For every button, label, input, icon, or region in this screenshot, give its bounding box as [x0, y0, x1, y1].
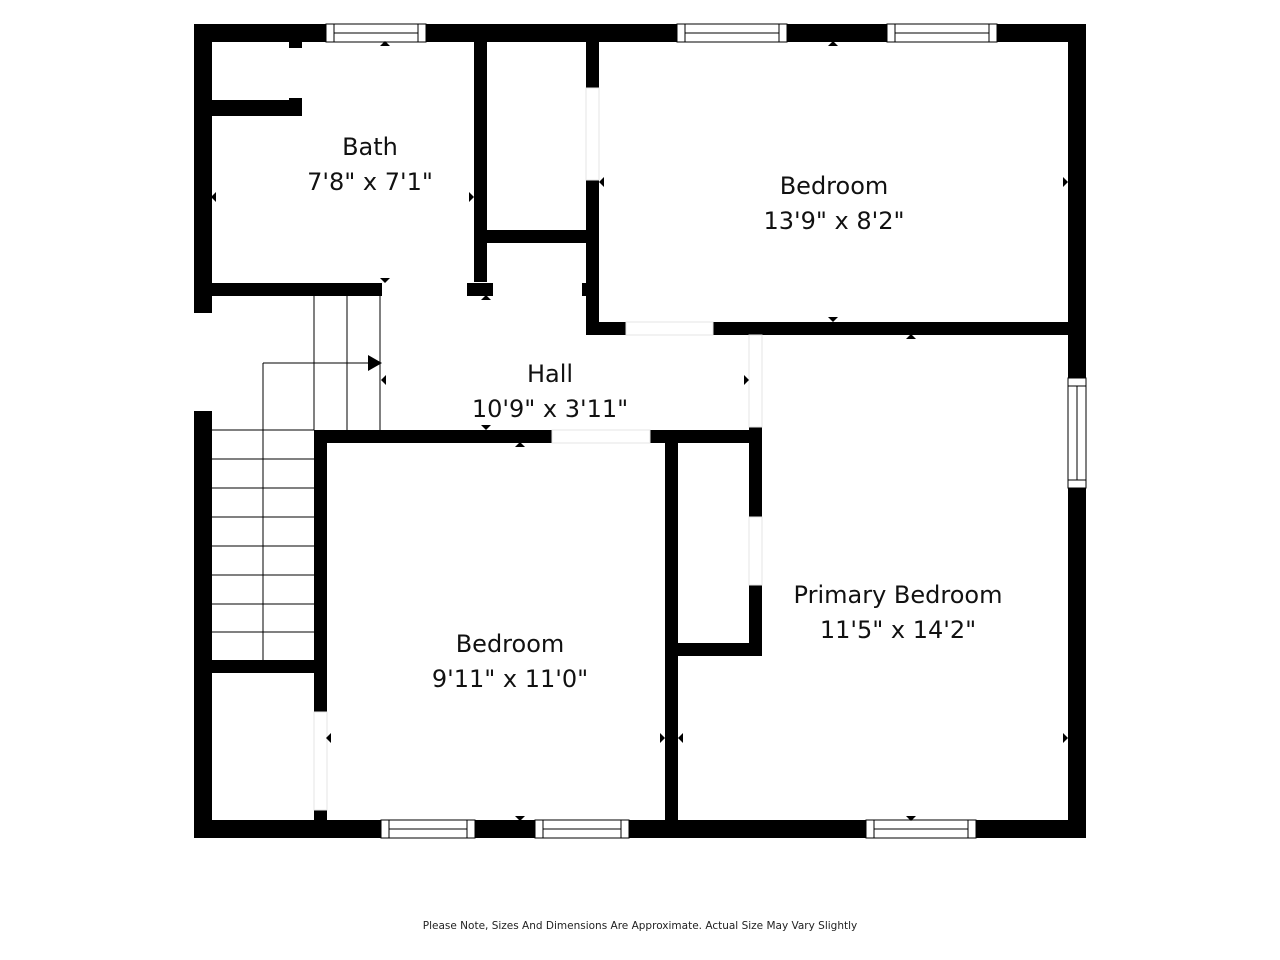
dimension-markers — [211, 41, 1068, 821]
room-label-bath: Bath 7'8" x 7'1" — [307, 130, 433, 200]
room-label-primary-bedroom: Primary Bedroom 11'5" x 14'2" — [794, 578, 1003, 648]
room-name: Bath — [342, 133, 398, 161]
room-label-hall: Hall 10'9" x 3'11" — [472, 357, 628, 427]
room-name: Primary Bedroom — [793, 581, 1003, 609]
room-label-bedroom-lower: Bedroom 9'11" x 11'0" — [432, 627, 588, 697]
room-dimensions: 10'9" x 3'11" — [471, 395, 629, 423]
disclaimer-note: Please Note, Sizes And Dimensions Are Ap… — [422, 920, 858, 932]
window-bath-top — [325, 23, 427, 43]
window-bedroom2-bottom-1 — [380, 819, 476, 839]
room-name: Bedroom — [455, 630, 565, 658]
room-dimensions: 13'9" x 8'2" — [763, 207, 905, 235]
staircase — [212, 296, 382, 660]
window-primary-bottom — [865, 819, 977, 839]
room-name: Bedroom — [779, 172, 889, 200]
windows — [325, 23, 1087, 839]
window-bedroom2-bottom-2 — [534, 819, 630, 839]
room-label-bedroom-upper: Bedroom 13'9" x 8'2" — [763, 169, 904, 239]
room-dimensions: 11'5" x 14'2" — [819, 616, 977, 644]
interior-walls — [212, 42, 1086, 830]
window-bedroom-top-2 — [886, 23, 998, 43]
left-wall-opening — [194, 313, 212, 411]
window-primary-right — [1067, 377, 1087, 489]
room-name: Hall — [526, 360, 574, 388]
window-bedroom-top-1 — [676, 23, 788, 43]
stair-direction-arrow-icon — [368, 355, 382, 371]
door-openings — [313, 87, 763, 811]
room-dimensions: 9'11" x 11'0" — [431, 665, 589, 693]
room-dimensions: 7'8" x 7'1" — [307, 168, 433, 196]
